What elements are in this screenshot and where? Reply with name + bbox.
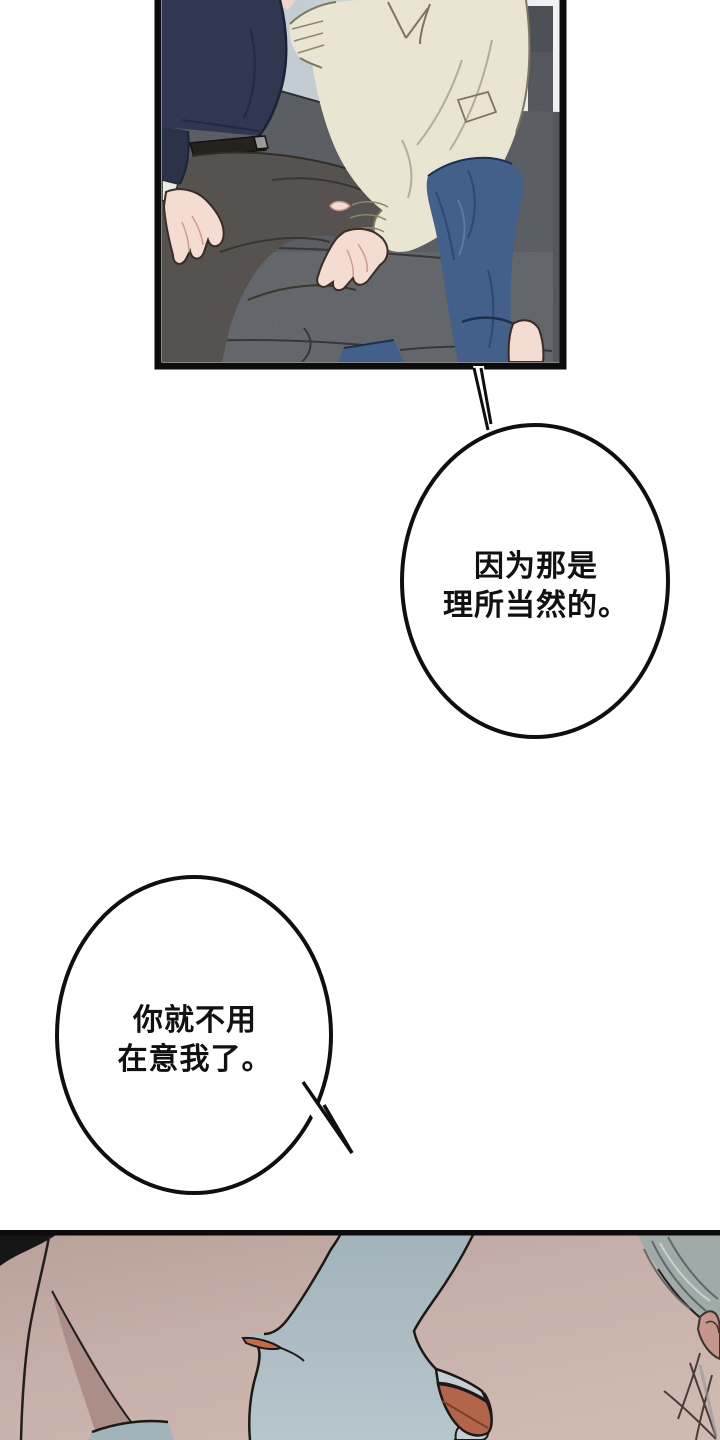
bubble-2-line-1: 你就不用 — [133, 1003, 257, 1038]
speech-bubble-2-tail — [298, 1076, 354, 1156]
shoulder-clothing — [88, 1421, 174, 1440]
kiss-scene-illustration — [0, 1235, 720, 1440]
panel-frame — [0, 1230, 720, 1236]
panel-kiss-scene — [0, 1230, 720, 1440]
speech-bubble-2 — [55, 875, 354, 1195]
bare-foot — [507, 319, 545, 362]
left-lip — [241, 1336, 284, 1351]
right-hand — [316, 227, 389, 292]
right-figure — [289, 0, 545, 362]
panel-frame — [154, 0, 567, 370]
jaw-shadow — [52, 1291, 145, 1440]
panel-couch-scene — [154, 0, 567, 370]
left-figure — [162, 0, 415, 362]
bubble-1-line-1: 因为那是 — [474, 549, 598, 584]
gray-hair — [638, 1235, 720, 1332]
bubble-1-line-2: 理所当然的。 — [443, 588, 629, 623]
dark-hair — [0, 1235, 56, 1266]
bubble-2-line-2: 在意我了。 — [117, 1042, 273, 1077]
jeans-leg — [426, 157, 524, 362]
kiss-gap-background — [243, 1235, 492, 1440]
couch-scene-illustration — [162, 0, 560, 362]
speech-bubble-1-text: 因为那是 理所当然的。 — [443, 547, 629, 625]
speech-bubble-1 — [400, 366, 670, 739]
open-mouth — [434, 1367, 493, 1440]
speech-bubble-2-text: 你就不用 在意我了。 — [118, 1001, 273, 1079]
speech-bubble-1-tail — [472, 366, 493, 431]
left-hand — [162, 188, 225, 265]
